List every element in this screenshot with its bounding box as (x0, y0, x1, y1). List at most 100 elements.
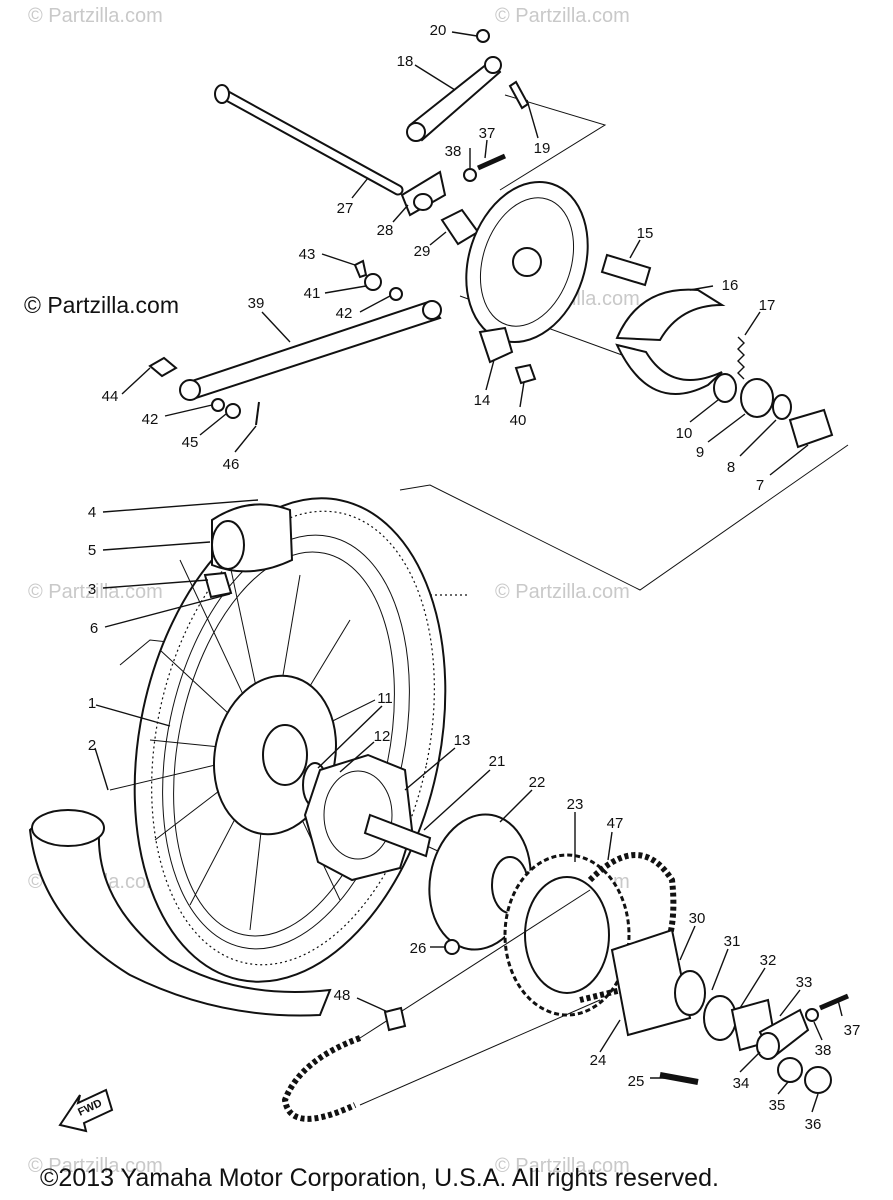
callout-9: 9 (696, 444, 704, 461)
callout-38: 38 (445, 143, 462, 160)
clutch-shaft (363, 813, 432, 858)
callout-16: 16 (722, 277, 739, 294)
callout-45: 45 (182, 434, 199, 451)
watermark: © Partzilla.com (24, 292, 179, 318)
nut (805, 1008, 819, 1022)
collar (788, 408, 834, 449)
callout-28: 28 (377, 222, 394, 239)
callout-42: 42 (336, 305, 353, 322)
nut (444, 939, 460, 955)
bolt (659, 1072, 699, 1085)
callout-labels: 20 18 19 37 38 27 28 29 15 16 17 43 41 4… (88, 22, 861, 1133)
callout-1: 1 (88, 695, 96, 712)
callout-29: 29 (414, 243, 431, 260)
tube-valve (203, 571, 233, 599)
rear-axle (214, 84, 404, 196)
callout-6: 6 (90, 620, 98, 637)
callout-3: 3 (88, 581, 96, 598)
watermark: © Partzilla.com (28, 1155, 163, 1177)
callout-37: 37 (479, 125, 496, 142)
callout-34: 34 (733, 1075, 750, 1092)
watermark: © Partzilla.com (495, 5, 630, 27)
brake-tension-bar (406, 56, 502, 142)
callout-5: 5 (88, 542, 96, 559)
callout-23: 23 (567, 796, 584, 813)
leader-lines (94, 31, 843, 1113)
callout-27: 27 (337, 200, 354, 217)
callout-25: 25 (628, 1073, 645, 1090)
callout-48: 48 (334, 987, 351, 1004)
callout-46: 46 (223, 456, 240, 473)
clutch-hub-damper (303, 753, 414, 882)
callout-18: 18 (397, 53, 414, 70)
callout-22: 22 (529, 774, 546, 791)
callout-15: 15 (637, 225, 654, 242)
callout-20: 20 (430, 22, 447, 39)
callout-10: 10 (676, 425, 693, 442)
bearing (740, 378, 774, 418)
bolt (148, 356, 178, 378)
callout-38b: 38 (815, 1042, 832, 1059)
bearing (703, 995, 737, 1041)
brake-spring (737, 336, 745, 380)
bolt (819, 993, 849, 1011)
callout-13: 13 (454, 732, 471, 749)
callout-43: 43 (299, 246, 316, 263)
callout-39: 39 (248, 295, 265, 312)
copyright-notice: ©2013 Yamaha Motor Corporation, U.S.A. A… (40, 1164, 719, 1192)
callout-12: 12 (374, 728, 391, 745)
nut (364, 273, 382, 291)
cam-shaft (600, 253, 652, 287)
bolt (514, 363, 537, 385)
callout-17: 17 (759, 297, 776, 314)
watermark: © Partzilla.com (28, 5, 163, 27)
callout-4: 4 (88, 504, 96, 521)
callout-26: 26 (410, 940, 427, 957)
callout-14: 14 (474, 392, 491, 409)
watermark: © Partzilla.com (495, 581, 630, 603)
watermark: © Partzilla.com (495, 1155, 630, 1177)
tire-opening (31, 809, 105, 847)
cotter-pin (353, 259, 368, 279)
rear-sprocket (503, 853, 631, 1017)
nut (777, 1057, 803, 1083)
callout-35: 35 (769, 1097, 786, 1114)
master-link (383, 1006, 407, 1032)
nut (225, 403, 241, 419)
axle-nut (804, 1066, 832, 1094)
brake-shoe-plate (465, 180, 589, 364)
callout-47: 47 (607, 815, 624, 832)
callout-19: 19 (534, 140, 551, 157)
washer (211, 398, 225, 412)
callout-37b: 37 (844, 1022, 861, 1039)
callout-33: 33 (796, 974, 813, 991)
callout-41: 41 (304, 285, 321, 302)
nut (463, 168, 477, 182)
callout-44: 44 (102, 388, 119, 405)
callout-7: 7 (756, 477, 764, 494)
callout-32: 32 (760, 952, 777, 969)
rim-band (211, 520, 245, 570)
callout-2: 2 (88, 737, 96, 754)
callout-8: 8 (727, 459, 735, 476)
spacer-ring (772, 394, 792, 420)
torque-arm (179, 300, 442, 401)
nut (476, 29, 490, 43)
callout-30: 30 (689, 910, 706, 927)
bolt (508, 80, 530, 110)
oil-seal (713, 373, 737, 403)
callout-42b: 42 (142, 411, 159, 428)
washer (389, 287, 403, 301)
callout-36: 36 (805, 1116, 822, 1133)
chain-puller-hole (413, 193, 433, 211)
bolt (476, 153, 507, 171)
callout-21: 21 (489, 753, 506, 770)
oil-seal (674, 970, 706, 1016)
drive-chain-lower (281, 1035, 362, 1122)
callout-11: 11 (377, 690, 393, 707)
callout-40: 40 (510, 412, 527, 429)
chain-puller-hole (756, 1032, 780, 1060)
callout-24: 24 (590, 1052, 607, 1069)
brake-shoe (615, 288, 726, 395)
forward-direction-arrow: FWD (58, 1088, 114, 1133)
